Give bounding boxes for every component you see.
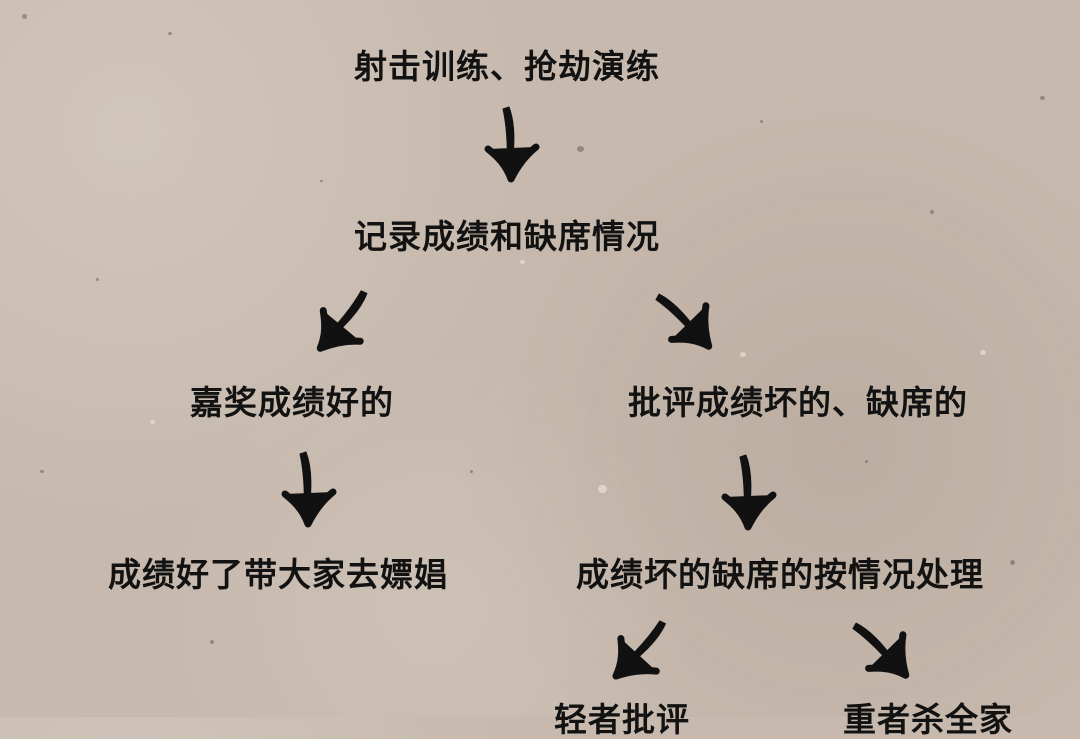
node-handle: 成绩坏的缺席的按情况处理: [576, 555, 984, 594]
node-record: 记录成绩和缺席情况: [354, 217, 660, 256]
arrow-down-icon: [721, 454, 777, 531]
paper-speck: [930, 210, 934, 214]
paper-speck: [320, 180, 323, 182]
node-root: 射击训练、抢劫演练: [354, 47, 660, 86]
paper-speck: [1010, 560, 1015, 565]
node-criticize: 批评成绩坏的、缺席的: [628, 383, 968, 422]
arrow-down-icon: [484, 106, 540, 183]
paper-speck: [1040, 96, 1045, 100]
paper-speck: [40, 470, 44, 473]
paper-speck: [760, 120, 763, 123]
paper-speck: [22, 14, 27, 19]
paper-speck: [740, 352, 746, 357]
paper-speck: [150, 420, 155, 424]
paper-speck: [598, 485, 607, 493]
node-reward: 嘉奖成绩好的: [190, 383, 394, 422]
paper-speck: [210, 640, 214, 644]
arrow-down-left-icon: [612, 620, 666, 680]
paper-speck: [96, 278, 99, 281]
paper-speck: [470, 470, 473, 473]
node-reward-action: 成绩好了带大家去嫖娼: [108, 555, 448, 594]
paper-speck: [980, 350, 986, 355]
paper-speck: [520, 260, 525, 264]
arrow-down-left-icon: [316, 290, 368, 352]
arrow-down-right-icon: [655, 293, 713, 350]
paper-speck: [168, 32, 172, 35]
node-light-case: 轻者批评: [554, 700, 690, 739]
arrow-down-icon: [281, 451, 337, 528]
node-heavy-case: 重者杀全家: [843, 700, 1013, 739]
paper-speck: [865, 460, 868, 463]
arrow-down-right-icon: [852, 622, 910, 679]
paper-speck: [577, 146, 584, 152]
